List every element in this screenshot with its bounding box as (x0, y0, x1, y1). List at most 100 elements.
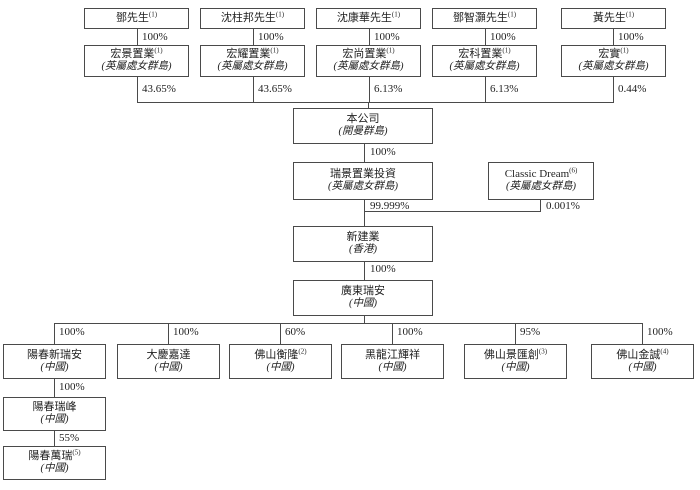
node-name: 宏景置業(1) (110, 46, 163, 61)
connector-line (253, 29, 254, 45)
classic-dream-node: Classic Dream(6) (英屬處女群島) (488, 162, 594, 200)
connector-line (368, 102, 369, 108)
ownership-pct-label: 100% (258, 31, 284, 43)
node-name: 陽春萬瑞(5) (28, 448, 81, 463)
node-name: 宏耀置業(1) (226, 46, 279, 61)
connector-line (54, 431, 55, 446)
node-jurisdiction: (中國) (501, 361, 530, 373)
shareholder-node-5: 黃先生(1) (561, 8, 666, 29)
node-jurisdiction: (英屬處女群島) (333, 61, 404, 73)
ruijing-node: 瑞景置業投資 (英屬處女群島) (293, 162, 433, 200)
connector-line (364, 316, 365, 323)
holdco-node-1: 宏景置業(1) (英屬處女群島) (84, 45, 189, 77)
connector-line (485, 29, 486, 45)
connector-line (253, 77, 254, 102)
ownership-pct-label: 55% (59, 432, 80, 444)
subsidiary-node-3: 佛山衡隆(2) (中國) (229, 344, 332, 379)
node-jurisdiction: (中國) (154, 361, 183, 373)
node-name: 鄧先生(1) (115, 10, 158, 24)
company-node: 本公司 (開曼群島) (293, 108, 433, 144)
ownership-pct-label: 100% (490, 31, 516, 43)
subsidiary-node-2: 大慶嘉達 (中國) (117, 344, 220, 379)
connector-line (515, 323, 516, 344)
node-jurisdiction: (英屬處女群島) (506, 181, 576, 193)
connector-line (54, 323, 55, 344)
connector-line (642, 323, 643, 344)
ownership-pct-label: 60% (285, 326, 306, 338)
node-name: 宏實(1) (598, 46, 629, 61)
ownership-pct-label: 100% (142, 31, 168, 43)
connector-line (613, 29, 614, 45)
connector-line (392, 323, 393, 344)
connector-line (364, 262, 365, 280)
node-name: 宏科置業(1) (458, 46, 511, 61)
shareholder-node-1: 鄧先生(1) (84, 8, 189, 29)
connector-line (280, 323, 281, 344)
node-name: 佛山景匯創(3) (483, 346, 548, 361)
subsidiary-node-4: 黑龍江輝祥 (中國) (341, 344, 444, 379)
shareholder-node-4: 鄧智灝先生(1) (432, 8, 537, 29)
ownership-pct-label: 0.44% (618, 83, 647, 95)
node-jurisdiction: (中國) (266, 361, 295, 373)
node-jurisdiction: (英屬處女群島) (217, 61, 288, 73)
yangchun-wanrui-node: 陽春萬瑞(5) (中國) (3, 446, 106, 480)
node-jurisdiction: (中國) (349, 298, 377, 310)
node-jurisdiction: (英屬處女群島) (328, 181, 398, 193)
node-name: 廣東瑞安 (341, 285, 385, 298)
ownership-pct-label: 6.13% (490, 83, 519, 95)
shareholder-node-2: 沈柱邦先生(1) (200, 8, 305, 29)
ownership-pct-label: 100% (618, 31, 644, 43)
node-jurisdiction: (中國) (40, 463, 69, 475)
shareholder-node-3: 沈康華先生(1) (316, 8, 421, 29)
node-jurisdiction: (中國) (40, 361, 69, 373)
node-name: 佛山衡隆(2) (254, 346, 307, 361)
connector-line (54, 323, 642, 324)
node-name: 瑞景置業投資 (330, 168, 396, 181)
node-name: 佛山金誠(4) (616, 346, 669, 361)
ownership-pct-label: 100% (59, 326, 85, 338)
holdco-node-3: 宏尚置業(1) (英屬處女群島) (316, 45, 421, 77)
node-name: 大慶嘉達 (146, 348, 191, 361)
node-name: 本公司 (346, 113, 380, 126)
holdco-node-2: 宏耀置業(1) (英屬處女群島) (200, 45, 305, 77)
connector-line (540, 200, 541, 211)
node-jurisdiction: (英屬處女群島) (578, 61, 649, 73)
ownership-pct-label: 100% (397, 326, 423, 338)
node-jurisdiction: (英屬處女群島) (449, 61, 520, 73)
node-name: 黃先生(1) (592, 10, 635, 24)
ownership-pct-label: 100% (370, 263, 396, 275)
ownership-pct-label: 100% (370, 146, 396, 158)
sunkinyip-node: 新建業 (香港) (293, 226, 433, 262)
node-jurisdiction: (開曼群島) (338, 126, 388, 138)
connector-line (364, 144, 365, 162)
connector-line (168, 323, 169, 344)
node-name: Classic Dream(6) (504, 166, 578, 181)
ownership-pct-label: 100% (374, 31, 400, 43)
guangdong-node: 廣東瑞安 (中國) (293, 280, 433, 316)
ownership-pct-label: 6.13% (374, 83, 403, 95)
node-name: 沈康華先生(1) (336, 10, 401, 24)
node-jurisdiction: (英屬處女群島) (101, 61, 172, 73)
connector-line (137, 77, 138, 102)
subsidiary-node-5: 佛山景匯創(3) (中國) (464, 344, 567, 379)
node-name: 沈柱邦先生(1) (220, 10, 285, 24)
ownership-pct-label: 95% (520, 326, 541, 338)
ownership-pct-label: 100% (59, 381, 85, 393)
connector-line (613, 77, 614, 102)
node-name: 陽春新瑞安 (27, 348, 82, 361)
ownership-pct-label: 0.001% (546, 200, 580, 212)
subsidiary-node-6: 佛山金誠(4) (中國) (591, 344, 694, 379)
holdco-node-4: 宏科置業(1) (英屬處女群島) (432, 45, 537, 77)
node-jurisdiction: (香港) (349, 244, 377, 256)
connector-line (137, 29, 138, 45)
node-name: 鄧智灝先生(1) (452, 10, 517, 24)
node-jurisdiction: (中國) (378, 361, 407, 373)
node-jurisdiction: (中國) (40, 414, 69, 426)
connector-line (485, 77, 486, 102)
connector-line (54, 379, 55, 397)
node-jurisdiction: (中國) (628, 361, 657, 373)
holdco-node-5: 宏實(1) (英屬處女群島) (561, 45, 666, 77)
connector-line (369, 29, 370, 45)
connector-line (137, 102, 614, 103)
